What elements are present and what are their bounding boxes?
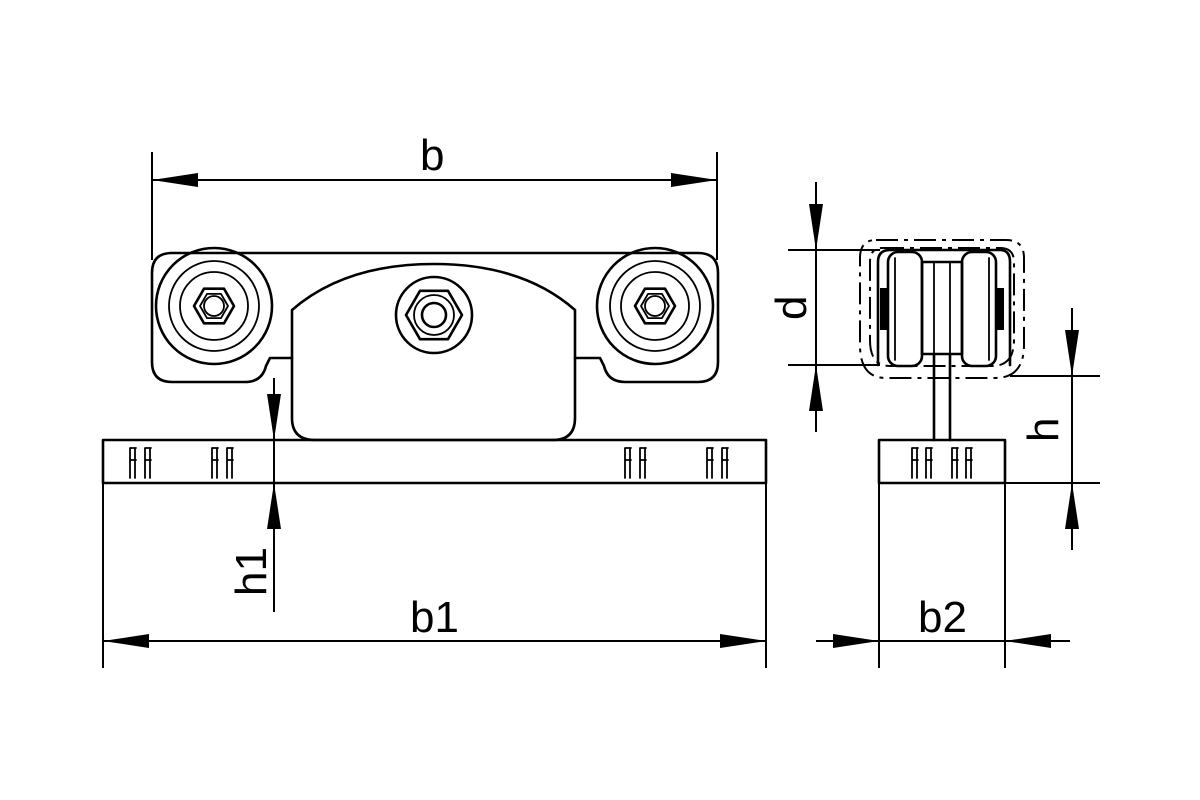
right-roller-hex-inner (640, 292, 670, 320)
housing-frame (876, 248, 1012, 367)
right-roller-hex (633, 287, 677, 325)
dimension-h: h (1005, 308, 1100, 550)
rail-side-holes (911, 447, 973, 479)
right-wheel-bearing (996, 288, 1004, 330)
rail-side (877, 438, 1007, 485)
dimension-d: d (767, 182, 880, 432)
right-roller (595, 246, 715, 366)
left-roller-ring-inner (179, 271, 249, 341)
center-nut-bore (420, 301, 448, 329)
right-roller-ring (609, 260, 701, 352)
left-roller-outer (154, 246, 274, 366)
dimension-b: b (151, 131, 718, 260)
axle-hub (920, 260, 964, 356)
left-roller-hex (192, 287, 236, 325)
housing-phantom-inner (869, 247, 1015, 367)
label-b2: b2 (918, 593, 967, 642)
dimension-b1: b1 (102, 483, 767, 668)
label-h1: h1 (227, 547, 276, 596)
right-roller-bolt (644, 295, 666, 317)
left-roller (154, 246, 274, 366)
center-nut-outer (394, 275, 474, 355)
left-wheel (886, 250, 924, 368)
front-view (101, 246, 768, 485)
left-roller-ring (168, 260, 260, 352)
dimension-h1: h1 (227, 378, 281, 612)
carriage-plate (150, 251, 720, 384)
label-b: b (420, 131, 444, 180)
right-roller-ring-inner (620, 271, 690, 341)
right-wheel (960, 250, 998, 368)
label-b1: b1 (410, 593, 459, 642)
center-nut-ring (413, 294, 455, 336)
center-nut-hex (404, 289, 464, 341)
left-roller-hex-inner (199, 292, 229, 320)
dimension-b2: b2 (816, 483, 1070, 668)
side-view (859, 239, 1025, 485)
label-d: d (767, 296, 816, 320)
label-h: h (1019, 418, 1068, 442)
right-roller-outer (595, 246, 715, 366)
left-wheel-bearing (880, 288, 888, 330)
housing-phantom-outer (859, 239, 1025, 379)
rail-holes (129, 447, 729, 479)
rail-top (101, 438, 768, 485)
center-nut (394, 275, 474, 355)
left-roller-bolt (203, 295, 225, 317)
